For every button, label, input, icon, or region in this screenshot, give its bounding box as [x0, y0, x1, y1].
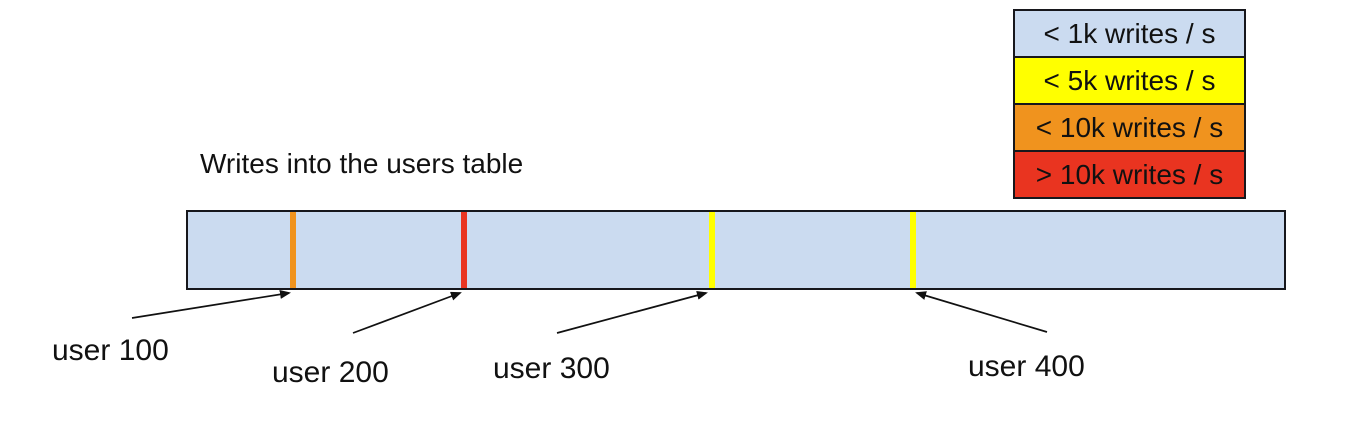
legend-item-label: < 5k writes / s [1043, 64, 1216, 96]
legend-item-label: < 1k writes / s [1043, 17, 1216, 49]
user-label-user-400: user 400 [968, 350, 1085, 383]
legend-item: < 5k writes / s [1013, 56, 1246, 105]
user-label-user-200: user 200 [272, 356, 389, 389]
user-label-user-100: user 100 [52, 334, 169, 367]
legend-item-label: < 10k writes / s [1035, 111, 1224, 143]
callout-arrow-user-300 [556, 290, 708, 334]
legend-item-label: > 10k writes / s [1035, 158, 1224, 190]
diagram-title: Writes into the users table [200, 148, 524, 179]
legend: < 1k writes / s < 5k writes / s < 10k writ… [1013, 9, 1246, 199]
bar-marker-user-100 [289, 212, 296, 288]
callout-arrow-user-100 [131, 289, 291, 319]
callout-arrow-user-200 [352, 291, 462, 334]
users-table-bar [186, 210, 1286, 290]
legend-item: > 10k writes / s [1013, 150, 1246, 199]
callout-arrow-user-400 [915, 291, 1048, 333]
legend-item: < 1k writes / s [1013, 9, 1246, 58]
legend-item: < 10k writes / s [1013, 103, 1246, 152]
bar-marker-user-300 [708, 212, 715, 288]
bar-marker-user-200 [460, 212, 467, 288]
user-label-user-300: user 300 [493, 352, 610, 385]
bar-marker-user-400 [910, 212, 917, 288]
